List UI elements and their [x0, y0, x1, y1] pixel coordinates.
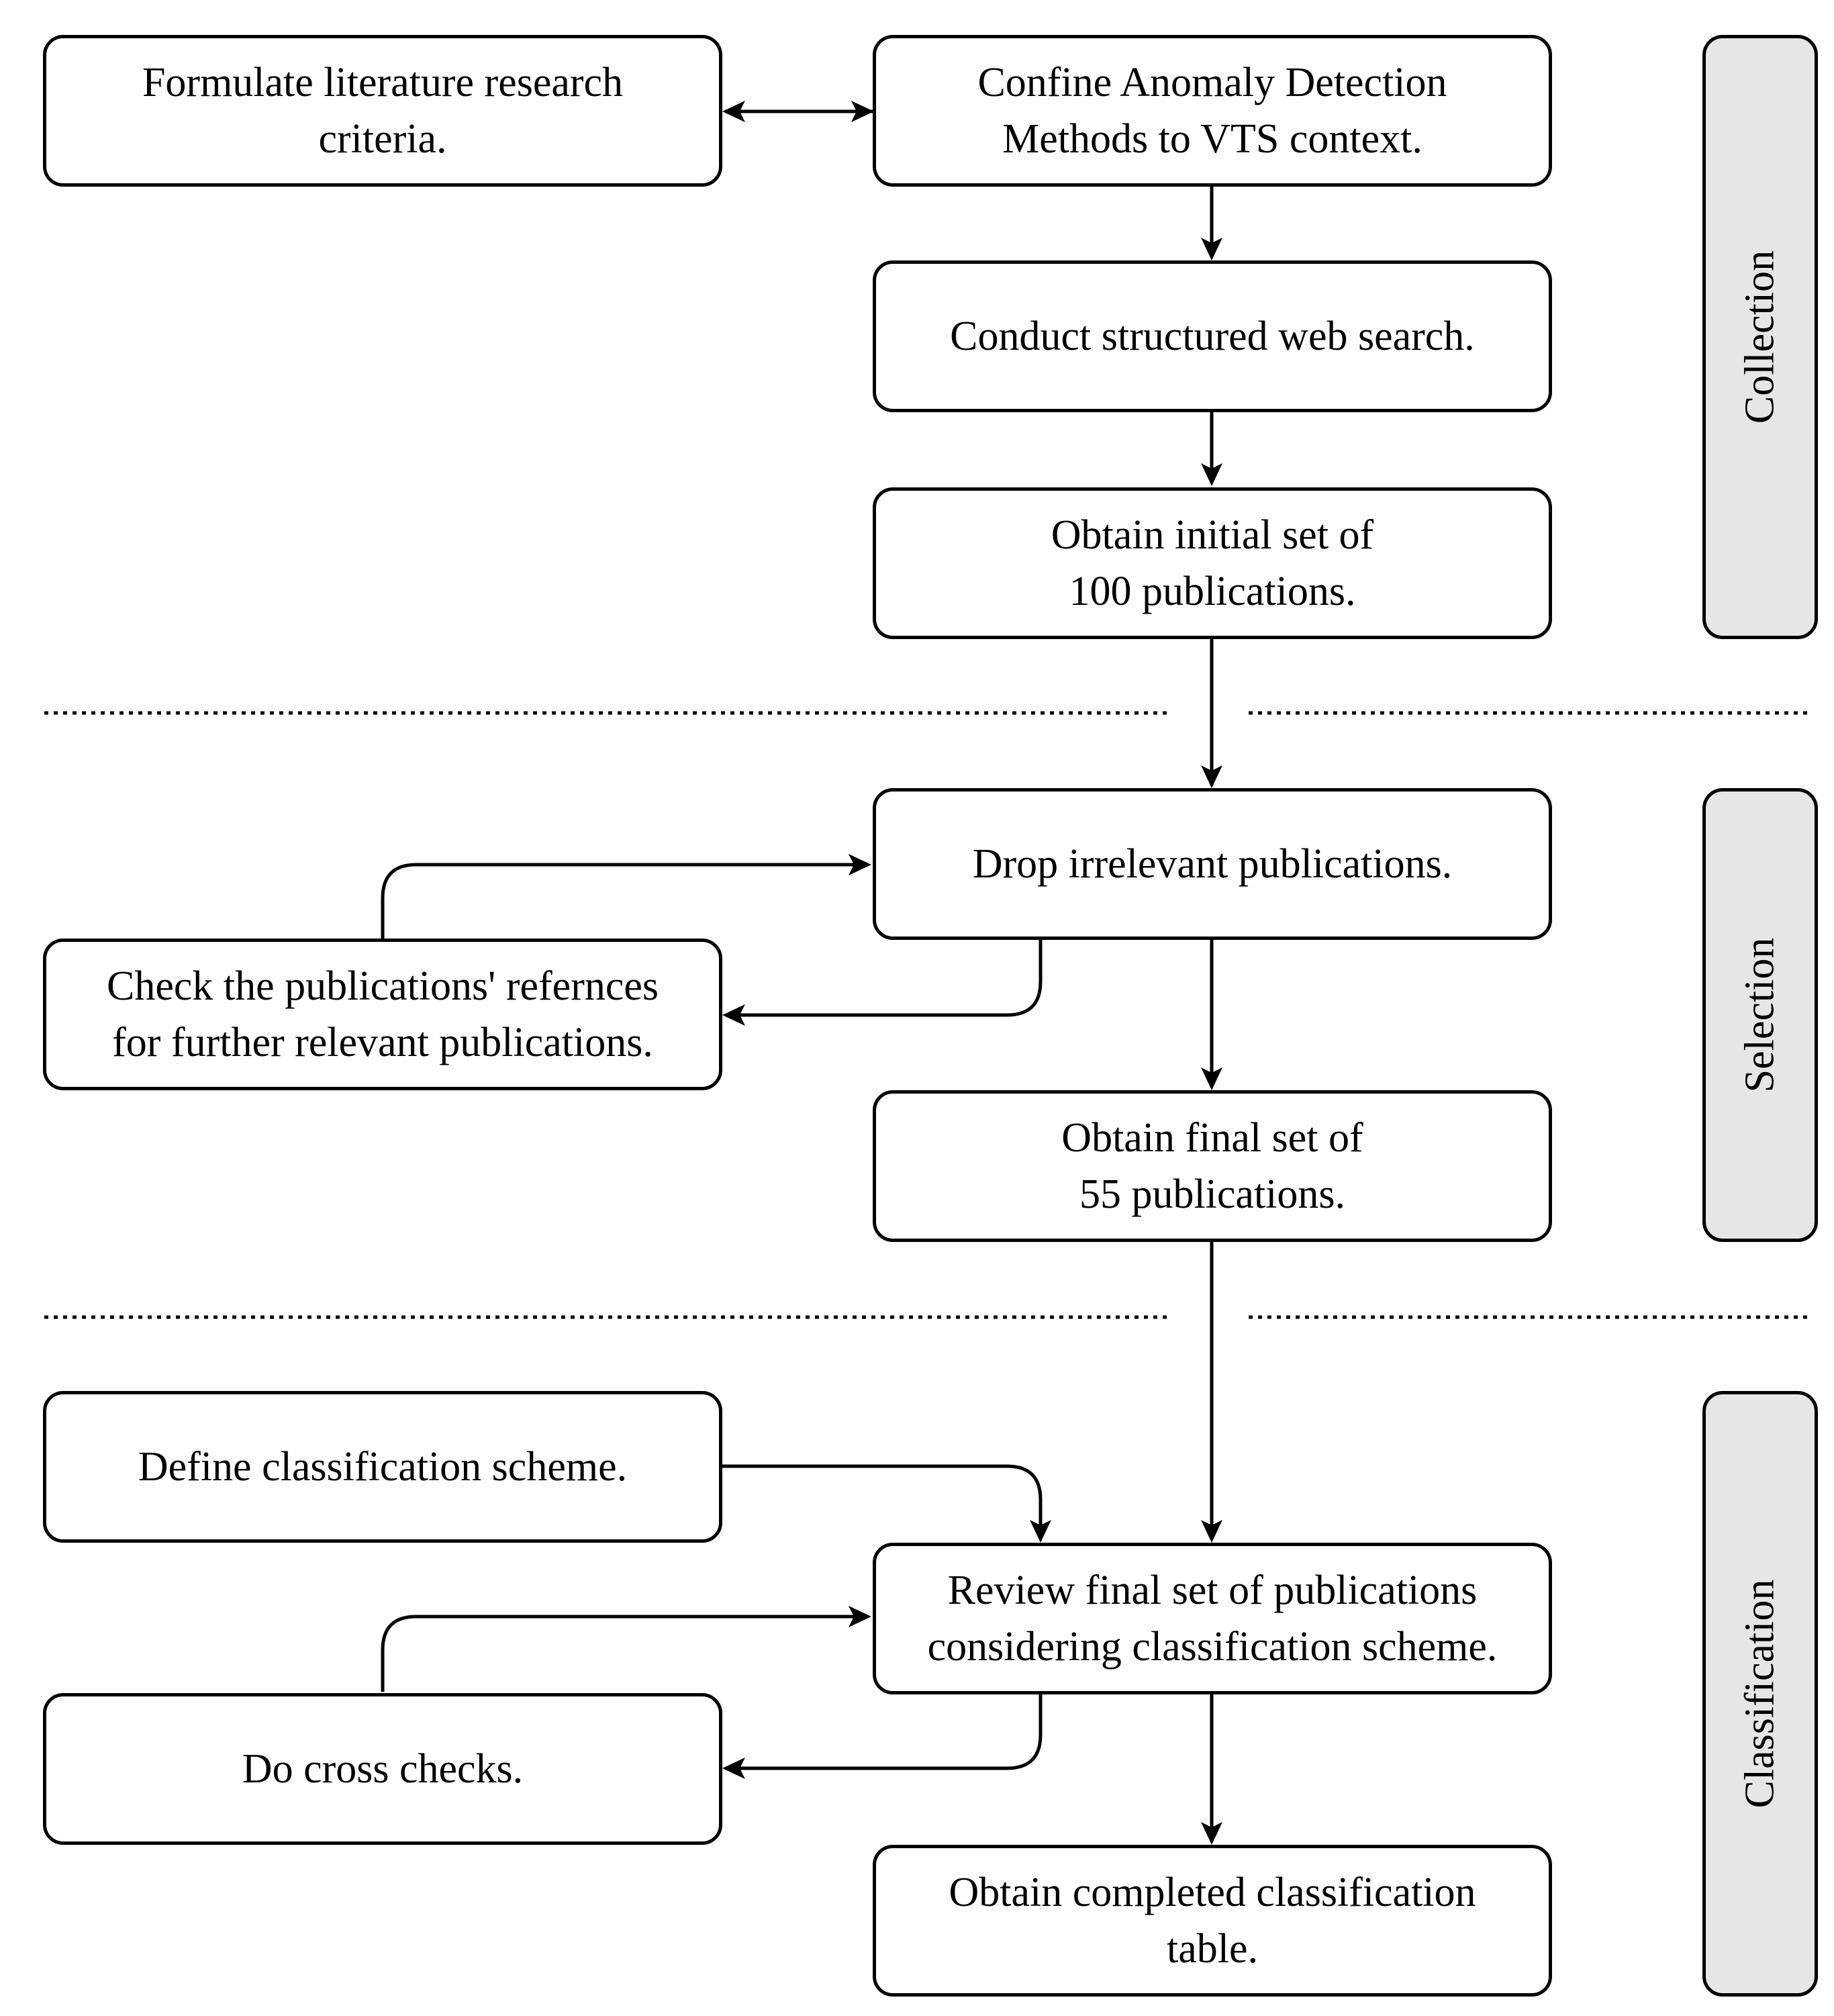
phase-classification: Classification: [1702, 1391, 1818, 1997]
step-cross-checks: Do cross checks.: [43, 1693, 722, 1845]
phase-classification-label: Classification: [1737, 1579, 1783, 1809]
arrowhead-left: [722, 1758, 745, 1779]
arrowhead-down: [1201, 238, 1222, 260]
arrowhead-right: [851, 101, 874, 122]
step-drop-irrelevant: Drop irrelevant publications.: [873, 788, 1552, 940]
phase-selection-label: Selection: [1737, 937, 1783, 1093]
step-initial-set: Obtain initial set of 100 publications.: [873, 487, 1552, 639]
arrowhead-left: [722, 1004, 745, 1026]
arrowhead-right: [849, 854, 871, 875]
arrowhead-right: [849, 1606, 871, 1627]
phase-collection: Collection: [1702, 35, 1818, 639]
step-web-search: Conduct structured web search.: [873, 260, 1552, 412]
step-formulate-criteria: Formulate literature research criteria.: [43, 35, 722, 187]
arrowhead-down: [1201, 765, 1222, 788]
step-confine-methods: Confine Anomaly Detection Methods to VTS…: [873, 35, 1552, 187]
arrow-cross-review: [381, 1615, 866, 1692]
step-completed-table: Obtain completed classification table.: [873, 1845, 1552, 1997]
arrow-check-drop: [381, 863, 866, 940]
step-define-scheme: Define classification scheme.: [43, 1391, 722, 1543]
phase-selection: Selection: [1702, 788, 1818, 1242]
step-review-publications: Review final set of publications conside…: [873, 1543, 1552, 1694]
arrowhead-down: [1030, 1520, 1051, 1543]
arrowhead-down: [1201, 1520, 1222, 1543]
arrowhead-down: [1201, 1067, 1222, 1090]
step-check-references: Check the publications' refernces for fu…: [43, 939, 722, 1090]
arrow-drop-check: [732, 940, 1043, 1017]
arrow-define-review: [722, 1464, 1043, 1539]
arrowhead-down: [1201, 1822, 1222, 1845]
arrow-review-cross: [732, 1694, 1043, 1770]
step-final-set: Obtain final set of 55 publications.: [873, 1090, 1552, 1242]
arrowhead-down: [1201, 463, 1222, 486]
phase-collection-label: Collection: [1737, 250, 1783, 424]
arrowhead-left: [722, 101, 745, 122]
